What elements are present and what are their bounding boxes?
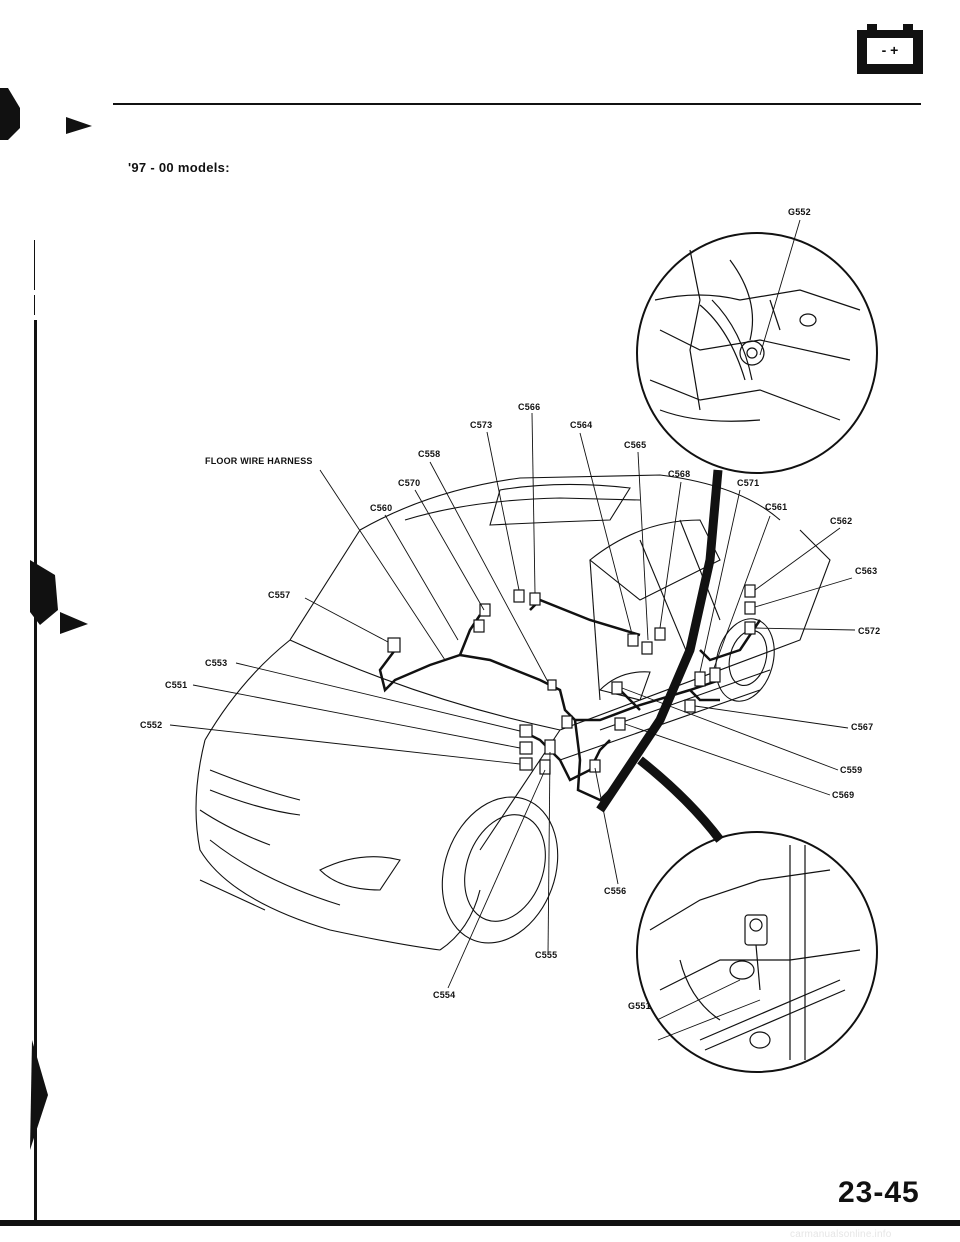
label-c573: C573 xyxy=(470,420,493,430)
label-c570: C570 xyxy=(398,478,421,488)
connector-c561 xyxy=(709,667,721,683)
connector-c568 xyxy=(561,715,573,729)
label-c553: C553 xyxy=(205,658,228,668)
battery-icon: - + xyxy=(857,24,923,74)
connector-c564b xyxy=(641,641,653,655)
label-c557: C557 xyxy=(268,590,291,600)
label-c569: C569 xyxy=(832,790,855,800)
label-c562: C562 xyxy=(830,516,853,526)
label-c565: C565 xyxy=(624,440,647,450)
label-c556: C556 xyxy=(604,886,627,896)
inset-g551 xyxy=(636,831,878,1073)
label-c560: C560 xyxy=(370,503,393,513)
connector-c555 xyxy=(544,739,556,755)
label-c566: C566 xyxy=(518,402,541,412)
page-number: 23-45 xyxy=(838,1176,920,1209)
connector-c570 xyxy=(479,603,491,617)
label-floor-wire-harness: FLOOR WIRE HARNESS xyxy=(205,456,313,466)
connector-c551 xyxy=(519,741,533,755)
car-outline xyxy=(195,474,831,951)
label-c552: C552 xyxy=(140,720,163,730)
connector-c566 xyxy=(529,592,541,606)
connector-c559 xyxy=(611,681,623,695)
connector-c571 xyxy=(694,671,706,687)
leader-lines xyxy=(169,219,856,1041)
page-subtitle: '97 - 00 models: xyxy=(128,160,230,175)
label-c572: C572 xyxy=(858,626,881,636)
label-c561: C561 xyxy=(765,502,788,512)
connector-c565 xyxy=(654,627,666,641)
battery-icon-text: - + xyxy=(882,42,899,58)
label-c559: C559 xyxy=(840,765,863,775)
label-c564: C564 xyxy=(570,420,593,430)
connector-c553 xyxy=(519,724,533,738)
connector-c560 xyxy=(473,619,485,633)
connector-c557 xyxy=(387,637,401,653)
connector-c563 xyxy=(744,601,756,615)
label-c567: C567 xyxy=(851,722,874,732)
connector-c564a xyxy=(627,633,639,647)
connector-c569 xyxy=(614,717,626,731)
connector-c556 xyxy=(589,759,601,773)
label-c551: C551 xyxy=(165,680,188,690)
connector-c554 xyxy=(539,759,551,775)
label-c563: C563 xyxy=(855,566,878,576)
connector-c572 xyxy=(744,621,756,635)
connector-c573 xyxy=(513,589,525,603)
label-g552: G552 xyxy=(788,207,811,217)
label-c555: C555 xyxy=(535,950,558,960)
label-c571: C571 xyxy=(737,478,760,488)
label-c554: C554 xyxy=(433,990,456,1000)
label-c558: C558 xyxy=(418,449,441,459)
connectors xyxy=(387,584,756,775)
label-c568: C568 xyxy=(668,469,691,479)
footer-watermark: carmanualsonline.info xyxy=(790,1229,892,1240)
label-g551: G551 xyxy=(628,1001,651,1011)
binding-marks xyxy=(0,88,92,1220)
connector-c562 xyxy=(744,584,756,598)
bottom-rule xyxy=(0,1220,960,1226)
connector-c558 xyxy=(547,679,557,691)
connector-c552 xyxy=(519,757,533,771)
inset-g552 xyxy=(636,232,878,474)
header-rule xyxy=(113,103,921,105)
floor-wire-harness xyxy=(378,598,762,802)
connector-c567 xyxy=(684,699,696,713)
